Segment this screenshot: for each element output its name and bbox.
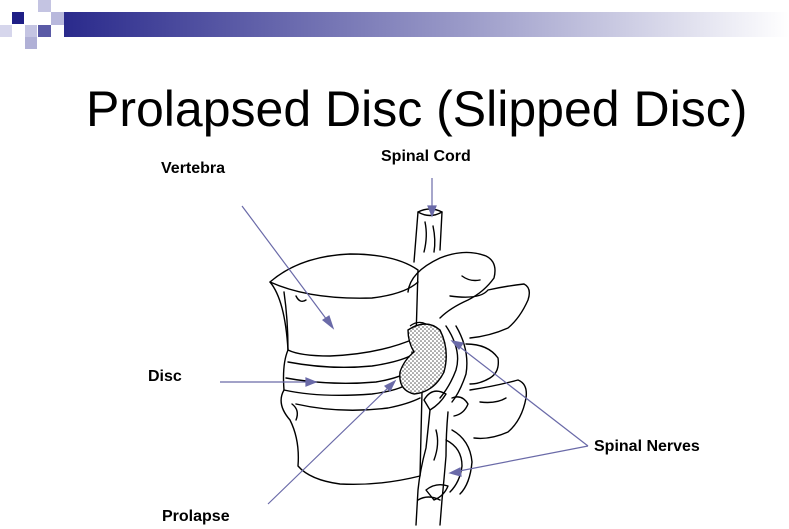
lower-vertebra-illustration <box>280 389 423 485</box>
banner-square <box>0 25 12 37</box>
spinal-cord-illustration <box>413 208 443 263</box>
disc-arrow <box>220 377 318 387</box>
label-disc: Disc <box>148 368 182 385</box>
prolapse-arrow <box>267 379 397 505</box>
banner-decoration <box>0 0 789 49</box>
upper-nerve-illustration <box>423 325 469 417</box>
upper-process-illustration <box>407 251 531 339</box>
spinal-nerves-arrows <box>448 340 589 477</box>
banner-square <box>25 37 37 49</box>
disc-illustration <box>282 349 414 397</box>
banner-gradient-bar <box>64 12 789 37</box>
label-spinal-nerves: Spinal Nerves <box>594 438 700 455</box>
slide-title: Prolapsed Disc (Slipped Disc) <box>86 81 748 137</box>
lower-cord-illustration <box>415 409 449 526</box>
banner-square <box>25 25 37 37</box>
spinal-cord-arrow <box>427 178 437 218</box>
banner-square <box>38 25 51 37</box>
banner-square <box>12 12 24 24</box>
banner-square <box>51 12 64 25</box>
vertebra-illustration <box>269 253 419 357</box>
label-prolapse: Prolapse <box>162 508 230 525</box>
banner-square <box>38 0 51 12</box>
label-spinal-cord: Spinal Cord <box>381 148 471 165</box>
prolapse-region <box>399 323 447 395</box>
lower-nerve-illustration <box>425 429 473 501</box>
label-vertebra: Vertebra <box>161 160 226 177</box>
vertebra-arrow <box>241 205 335 330</box>
